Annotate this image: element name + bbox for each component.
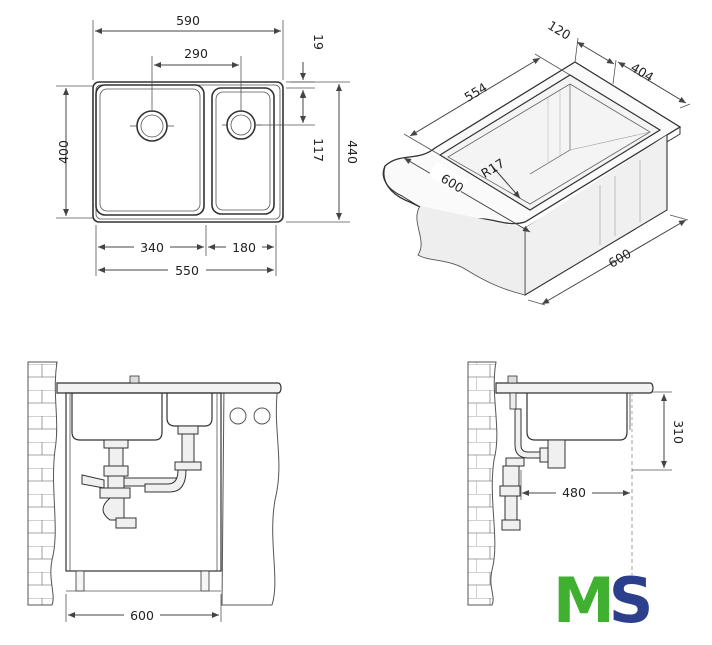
tap	[129, 375, 140, 384]
dim-cabinet-width: 600	[130, 608, 154, 623]
dim-small-width: 180	[232, 240, 256, 255]
brand-logo: M S	[553, 568, 653, 632]
dim-height: 400	[56, 140, 71, 164]
front-view: 600	[27, 361, 282, 623]
left-brick-wall	[27, 361, 58, 606]
siphon-assembly	[81, 425, 202, 529]
dim-total-height: 440	[345, 140, 360, 164]
dim-outer-width: 590	[176, 13, 200, 28]
logo-letter-m: M	[553, 564, 615, 637]
logo-letter-s: S	[608, 564, 654, 637]
dim-length: 554	[462, 80, 490, 105]
dim-inner-width: 550	[175, 263, 199, 278]
dim-cabinet-side: 600	[606, 246, 634, 271]
small-bowl-drain	[222, 110, 262, 140]
side-view: 310 480	[467, 361, 686, 606]
side-bowl	[526, 393, 628, 441]
dim-depth-top: 120	[545, 18, 573, 43]
cabinet	[65, 392, 222, 572]
dim-small-bowl: 117	[311, 138, 326, 162]
dim-bowl-offset: 290	[184, 46, 208, 61]
small-bowl	[166, 393, 213, 427]
top-view-outline	[92, 81, 284, 223]
countertop-front	[56, 382, 282, 394]
side-plumbing	[499, 408, 566, 531]
top-view: 590 290 19 117 440 400 340	[56, 13, 360, 278]
dim-depth: 310	[671, 420, 686, 444]
dim-width: 404	[628, 60, 656, 85]
side-brick-wall	[467, 361, 498, 606]
dim-flange: 19	[311, 34, 326, 50]
large-bowl-drain	[130, 110, 174, 142]
isometric-view: 554 120 404 R17 600 600	[382, 18, 691, 306]
right-wall	[221, 384, 280, 606]
dim-large-width: 340	[140, 240, 164, 255]
wall-socket	[229, 407, 247, 425]
large-bowl	[71, 393, 163, 441]
dim-drain-offset: 480	[562, 485, 586, 500]
countertop-side	[495, 382, 654, 394]
